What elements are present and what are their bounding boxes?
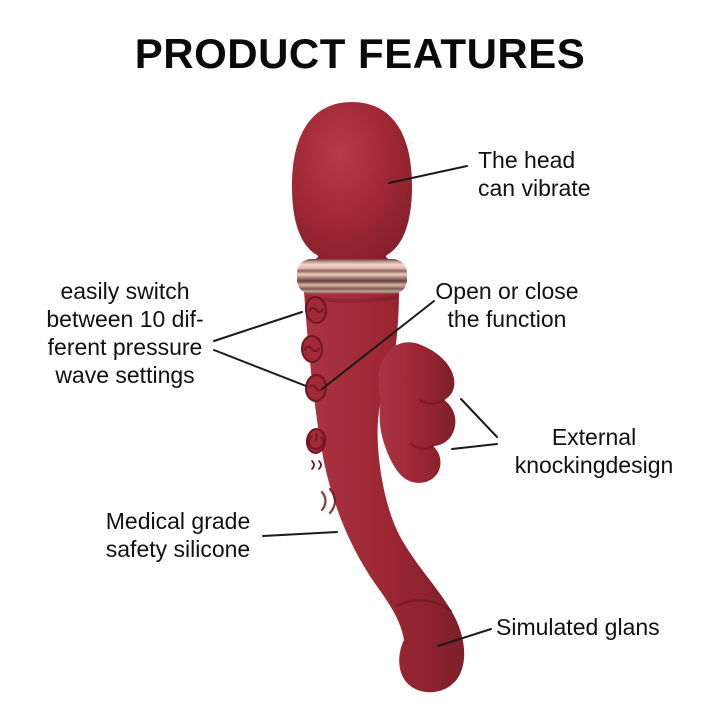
- mode-button-2: [300, 335, 324, 363]
- arm-crease-upper: [418, 398, 446, 405]
- sound-wave-icon: [320, 487, 337, 515]
- mode-button-3: [304, 374, 328, 402]
- callout-head: [388, 165, 468, 184]
- mode-buttons: [300, 296, 328, 402]
- callout-switch-upper: [213, 311, 303, 342]
- callout-switch-lower: [213, 349, 307, 387]
- power-button: [305, 428, 327, 454]
- callout-lines: [213, 165, 498, 647]
- glans-ridge: [395, 599, 453, 613]
- annotation-simulated-glans: Simulated glans: [496, 614, 660, 640]
- page-title: PRODUCT FEATURES: [134, 30, 586, 77]
- wand-shaft: [304, 292, 465, 693]
- callout-knocking-lower: [451, 443, 498, 450]
- arm-crease-lower: [409, 442, 435, 450]
- marking-icon: [311, 460, 322, 470]
- knocking-arm: [378, 342, 456, 483]
- annotation-pressure-settings: easily switch between 10 dif- ferent pre…: [46, 278, 204, 388]
- metal-band: [297, 259, 407, 294]
- wand-head: [292, 102, 412, 266]
- callout-knocking-upper: [460, 398, 498, 438]
- annotation-head: The head can vibrate: [478, 147, 591, 201]
- callout-toggle: [321, 300, 435, 390]
- annotation-medical-silicone: Medical grade safety silicone: [105, 508, 251, 562]
- callout-silicone: [262, 531, 338, 537]
- mode-button-1: [304, 296, 328, 324]
- callout-glans: [437, 628, 492, 647]
- annotation-open-close: Open or close the function: [435, 278, 579, 332]
- annotation-knocking-design: External knockingdesign: [514, 424, 674, 478]
